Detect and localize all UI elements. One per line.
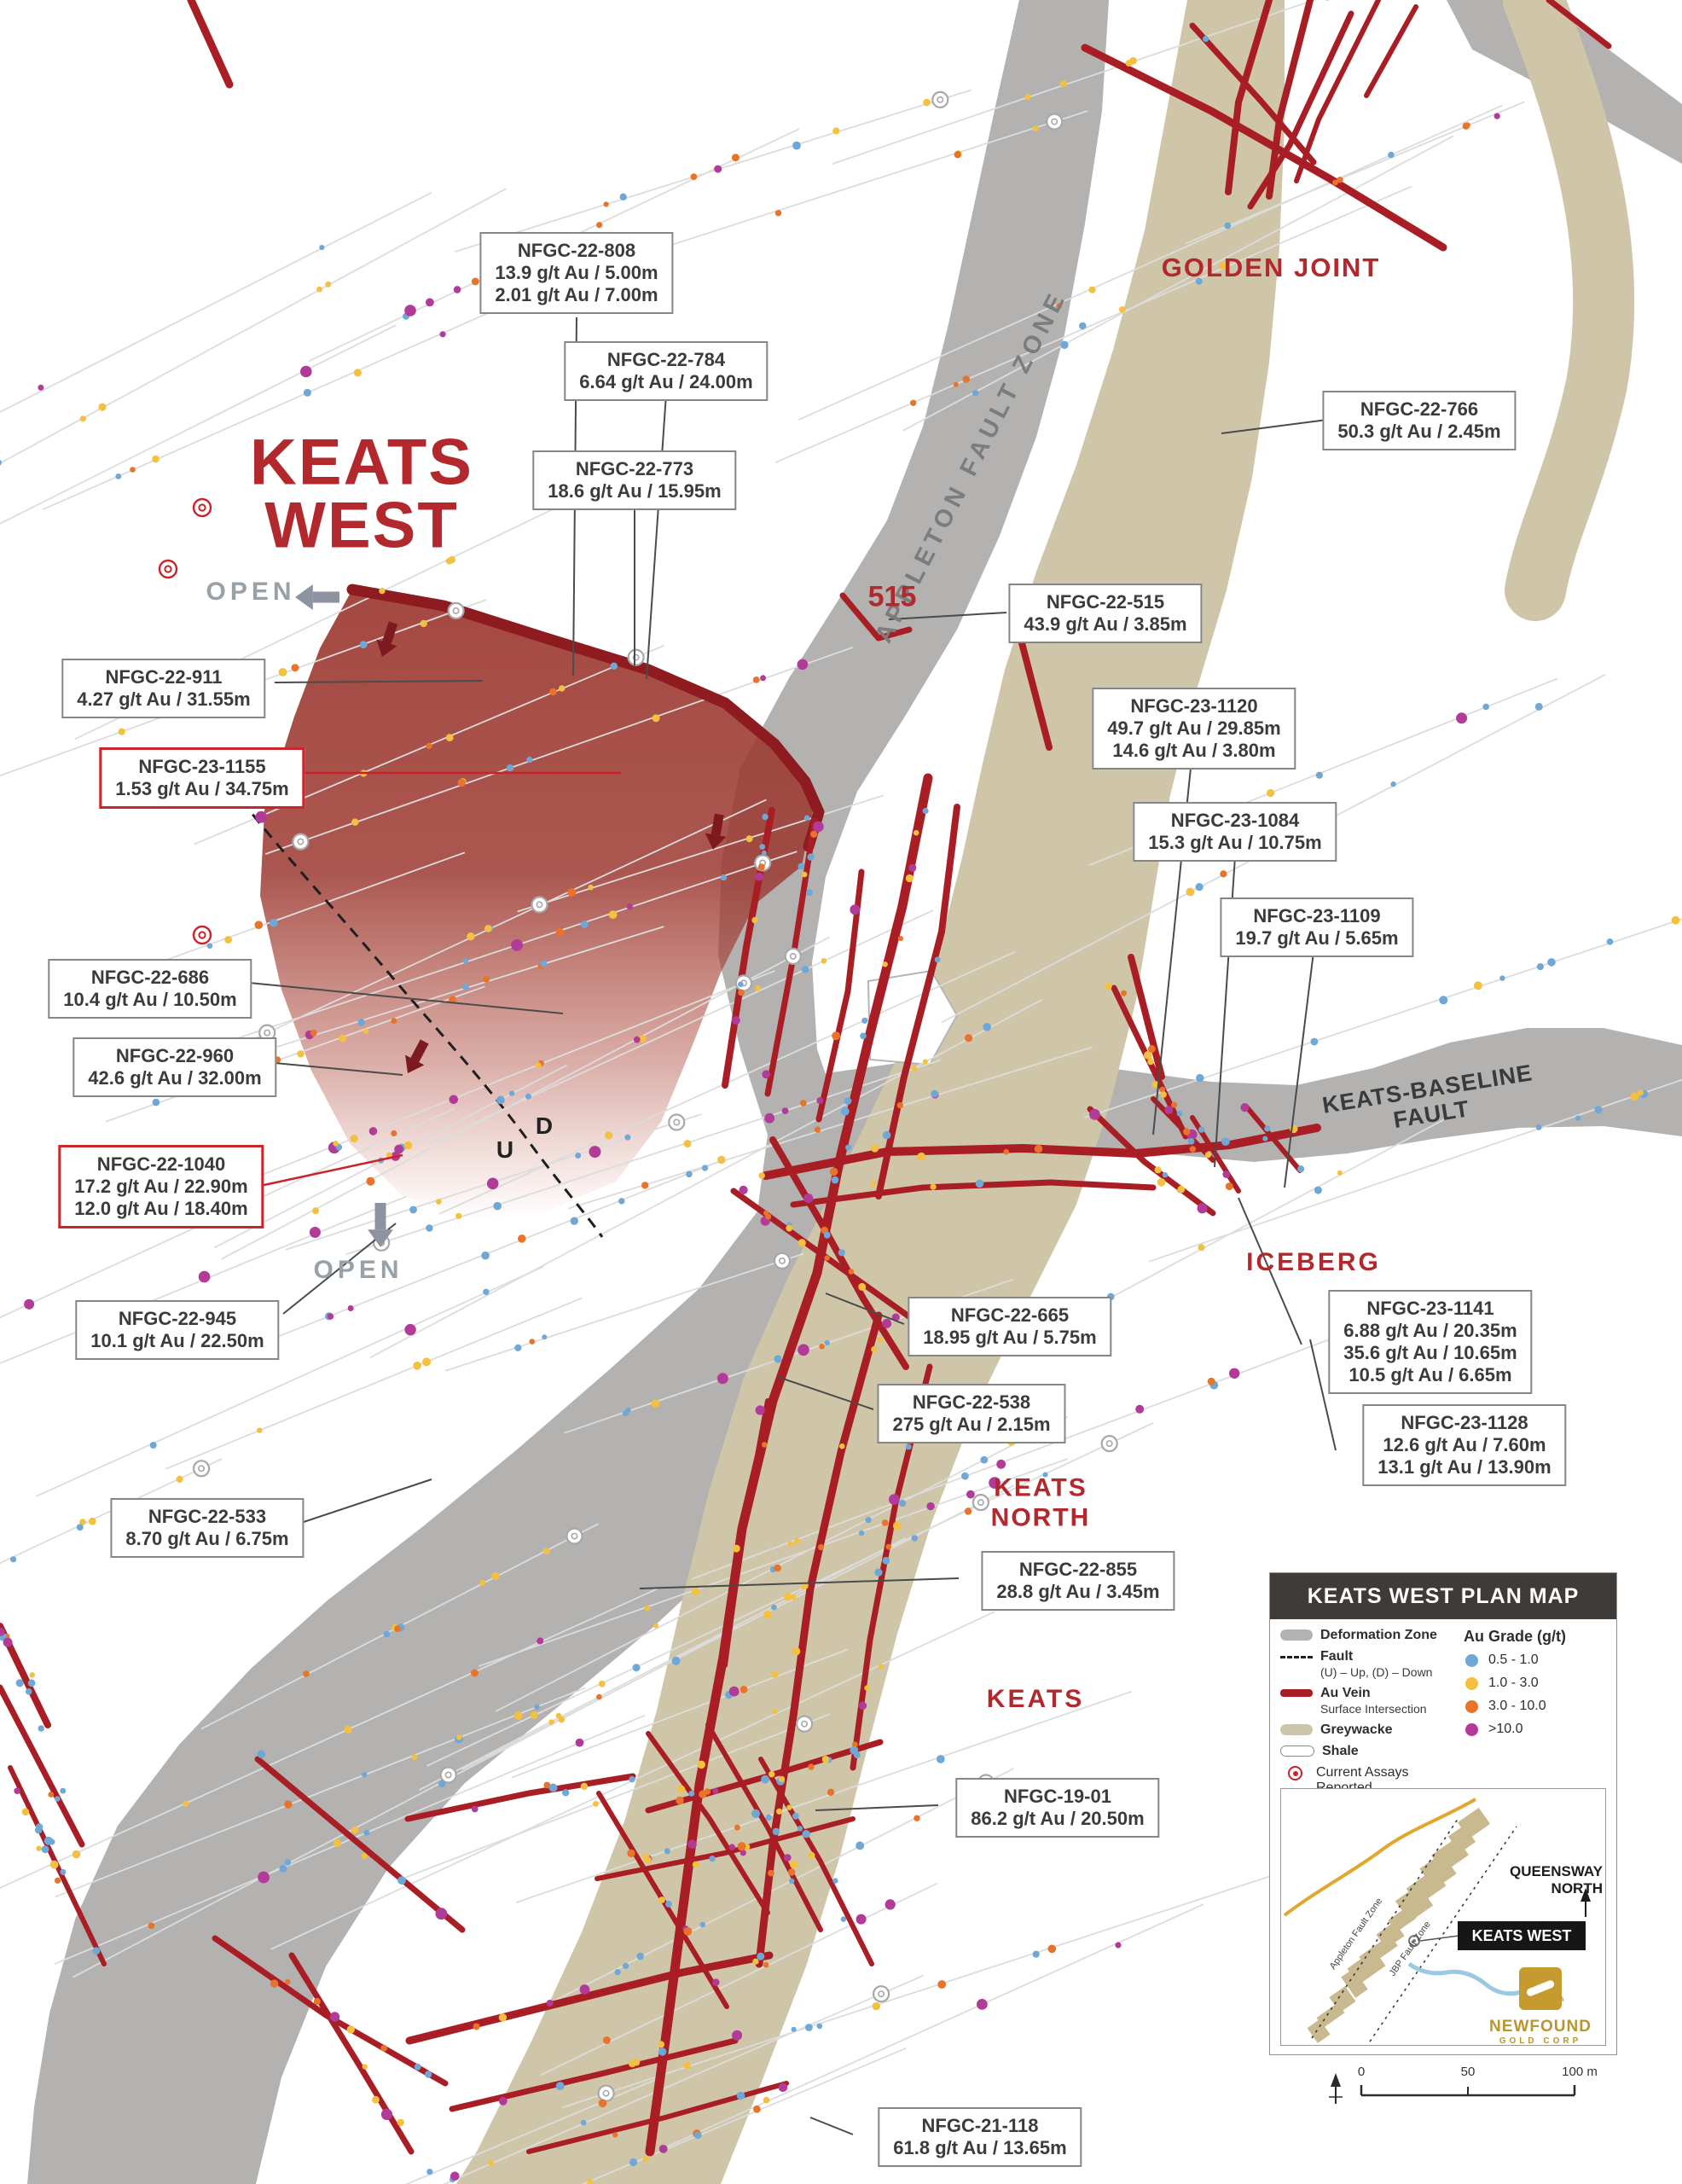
scalebar-hundred: 100 m xyxy=(1562,2065,1598,2079)
label-fault-down: D xyxy=(535,1112,554,1139)
label-fault-up: U xyxy=(496,1136,514,1163)
au-vein-swatch xyxy=(1280,1689,1313,1697)
inset-keats-west-chip: KEATS WEST xyxy=(1458,1921,1586,1950)
appleton-fault-line xyxy=(1311,1817,1459,2039)
legend-item-deformation-zone: Deformation Zone xyxy=(1280,1628,1459,1643)
keats-west-marker-dot xyxy=(1412,1939,1416,1943)
north-arrow-icon xyxy=(1329,2073,1343,2104)
newfound-gold-logo: NEWFOUND GOLD CORP xyxy=(1485,1967,1596,2046)
scalebar-zero: 0 xyxy=(1357,2065,1366,2079)
page-title: KEATS WEST xyxy=(250,426,473,562)
legend-title: KEATS WEST PLAN MAP xyxy=(1270,1573,1616,1619)
greywacke-swatch xyxy=(1280,1724,1313,1735)
grade-dot-low xyxy=(1465,1653,1478,1667)
grade-dot-bonanza xyxy=(1465,1722,1478,1736)
legend-panel: KEATS WEST PLAN MAP Deformation Zone Fau… xyxy=(1269,1572,1617,2055)
inset-canvas: Appleton Fault Zone JBP Fault Zone xyxy=(1283,1798,1591,2043)
newfound-logo-icon xyxy=(1519,1967,1562,2010)
grade-dot-mid xyxy=(1465,1676,1478,1690)
shale-swatch xyxy=(1280,1745,1314,1757)
grade-dot-high xyxy=(1465,1699,1478,1713)
fault-swatch xyxy=(1280,1656,1313,1658)
label-golden-joint: GOLDEN JOINT xyxy=(1161,253,1381,282)
label-queensway-north: QUEENSWAY NORTH xyxy=(1510,1863,1603,1896)
legend-item-au-vein: Au Vein Surface Intersection xyxy=(1280,1686,1459,1716)
au-grade-row-2: 1.0 - 3.0 xyxy=(1462,1676,1608,1691)
legend-item-greywacke: Greywacke xyxy=(1280,1722,1459,1738)
au-vein-layer xyxy=(0,0,1612,2157)
au-grade-title: Au Grade (g/t) xyxy=(1464,1628,1566,1645)
label-open-south: OPEN xyxy=(313,1256,403,1284)
au-grade-row-4: >10.0 xyxy=(1462,1722,1608,1737)
label-iceberg: ICEBERG xyxy=(1246,1248,1381,1276)
plunge-and-open-arrows xyxy=(295,584,727,1247)
claim-blocks xyxy=(1307,1807,1491,2043)
label-515: 515 xyxy=(867,580,917,613)
label-keats-north: KEATS NORTH xyxy=(990,1473,1091,1532)
greywacke-layer xyxy=(456,0,1635,2184)
deformation-zone-swatch xyxy=(1280,1629,1313,1641)
label-open-north: OPEN xyxy=(206,578,296,606)
legend-item-shale: Shale xyxy=(1280,1744,1459,1759)
scale-bar xyxy=(1329,2073,1576,2104)
fault-dashed-line xyxy=(228,784,604,1238)
current-assay-icon xyxy=(1288,1766,1302,1780)
scalebar-fifty: 50 xyxy=(1460,2065,1476,2079)
au-grade-row-3: 3.0 - 10.0 xyxy=(1462,1699,1608,1714)
chip-leader xyxy=(1419,1935,1459,1942)
jbp-fault-line xyxy=(1369,1826,1517,2042)
au-grade-row-1: 0.5 - 1.0 xyxy=(1462,1653,1608,1668)
legend-item-fault: Fault (U) – Up, (D) – Down xyxy=(1280,1649,1459,1680)
highway-line xyxy=(1283,1798,1477,1917)
label-keats: KEATS xyxy=(986,1685,1085,1713)
inset-north-arrow-icon xyxy=(1580,1888,1591,1917)
